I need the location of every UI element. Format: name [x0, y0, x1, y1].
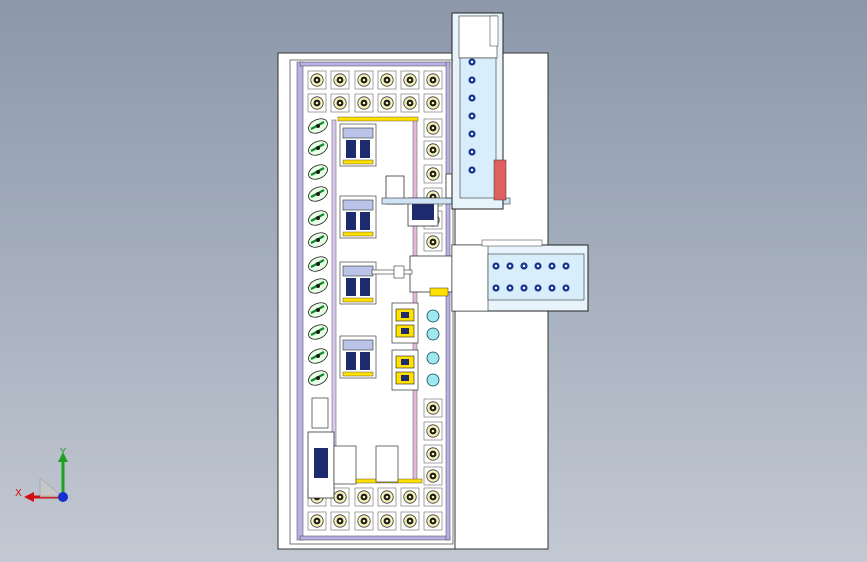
bottom-motor-block: [314, 448, 328, 478]
conveyor-hole: [506, 262, 514, 270]
spring-stack: [311, 397, 329, 429]
conveyor-hole: [548, 284, 556, 292]
rail-bottom: [299, 535, 451, 541]
conveyor-hole: [562, 284, 570, 292]
ram-tip: [393, 265, 405, 279]
cyan-sensor: [426, 351, 440, 365]
y-axis-label: Y: [59, 447, 67, 458]
conveyor-hole: [468, 148, 476, 156]
conveyor-hole: [534, 262, 542, 270]
round-part: [423, 421, 443, 441]
conveyor-hole: [468, 130, 476, 138]
fixture-block: [339, 261, 377, 305]
cyan-sensor: [426, 373, 440, 387]
conveyor-hole: [468, 166, 476, 174]
round-part: [377, 70, 397, 90]
round-part: [377, 487, 397, 507]
station-yellow: [391, 349, 419, 391]
round-part: [423, 232, 443, 252]
round-part: [423, 398, 443, 418]
cyan-sensor: [426, 309, 440, 323]
round-part: [423, 70, 443, 90]
cyan-sensor: [426, 327, 440, 341]
bottom-box: [333, 445, 357, 485]
round-part: [423, 466, 443, 486]
round-part: [330, 70, 350, 90]
conveyor-hole: [534, 284, 542, 292]
y-arrow-icon: [58, 452, 68, 462]
station-yellow: [391, 302, 419, 344]
round-part: [354, 93, 374, 113]
fixture-block: [339, 195, 377, 239]
round-part: [423, 118, 443, 138]
round-part: [423, 511, 443, 531]
x-arrow-icon: [24, 492, 34, 502]
round-part: [423, 93, 443, 113]
vertical-conveyor: [451, 12, 507, 210]
round-part: [354, 487, 374, 507]
coordinate-triad: Y X: [15, 447, 68, 502]
rail-left: [296, 61, 304, 541]
conveyor-hole: [468, 76, 476, 84]
round-part: [400, 487, 420, 507]
round-part: [423, 444, 443, 464]
conveyor-hole: [492, 262, 500, 270]
round-part: [307, 511, 327, 531]
ram-nozzle: [429, 287, 449, 297]
round-part: [423, 140, 443, 160]
conveyor-hole: [520, 284, 528, 292]
yellow-strip-top: [337, 116, 419, 122]
fixture-block: [339, 335, 377, 379]
z-axis-dot-icon: [58, 492, 68, 502]
conveyor-hole: [468, 112, 476, 120]
round-part: [400, 70, 420, 90]
cyan-sensor-column: [426, 309, 440, 387]
bottom-pillar: [375, 445, 399, 483]
conveyor-hole: [520, 262, 528, 270]
conveyor-hole: [562, 262, 570, 270]
conveyor-hole: [548, 262, 556, 270]
rail-top: [299, 61, 451, 67]
conveyor-hole: [492, 284, 500, 292]
conveyor-hole: [506, 284, 514, 292]
horizontal-conveyor: [451, 239, 589, 312]
round-part: [354, 511, 374, 531]
fixture-block: [339, 123, 377, 167]
round-part: [354, 70, 374, 90]
round-part: [307, 70, 327, 90]
center-plate-block: [412, 204, 434, 220]
x-axis-label: X: [15, 488, 22, 499]
round-part: [400, 511, 420, 531]
round-part: [400, 93, 420, 113]
plane-wedge-icon: [39, 477, 64, 498]
round-part: [377, 93, 397, 113]
conveyor-hole: [468, 58, 476, 66]
rail-right: [445, 61, 451, 541]
conveyor-hole: [468, 94, 476, 102]
round-part: [377, 511, 397, 531]
round-part: [330, 93, 350, 113]
round-part: [423, 487, 443, 507]
rail-inner-left: [331, 119, 337, 481]
ram-body: [409, 255, 455, 293]
round-part: [423, 164, 443, 184]
round-part: [330, 511, 350, 531]
round-part: [307, 93, 327, 113]
rail-inner-right: [412, 119, 418, 481]
ram-rod: [371, 269, 413, 275]
